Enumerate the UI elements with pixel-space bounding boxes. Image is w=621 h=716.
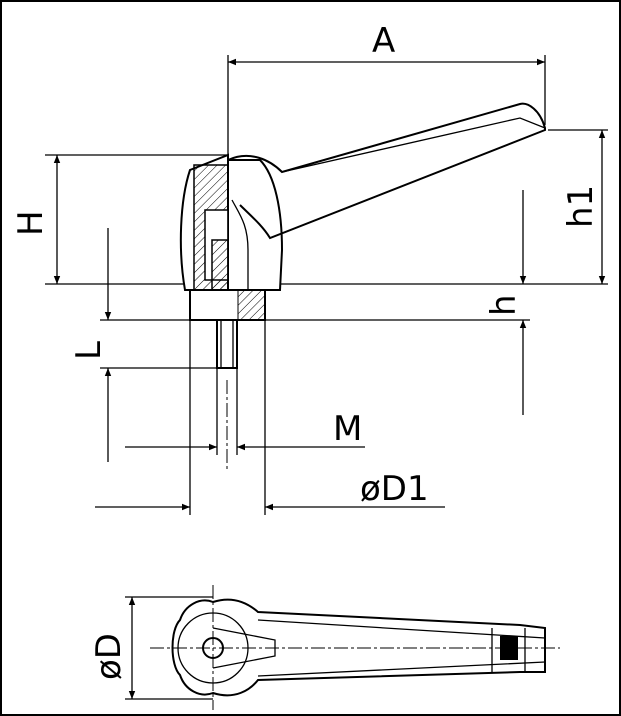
- lever-side-view: [179, 102, 546, 369]
- dimension-lines: [45, 55, 608, 515]
- lever-top-view: [125, 585, 560, 710]
- dim-label-M: M: [333, 409, 362, 449]
- dim-label-h1: h1: [561, 185, 601, 228]
- dim-label-A: A: [372, 21, 395, 61]
- dim-label-D1: øD1: [360, 469, 429, 509]
- dim-label-D: øD: [89, 633, 129, 680]
- dim-label-L: L: [69, 341, 109, 360]
- dim-label-h: h: [484, 294, 524, 316]
- dim-label-H: H: [11, 210, 51, 236]
